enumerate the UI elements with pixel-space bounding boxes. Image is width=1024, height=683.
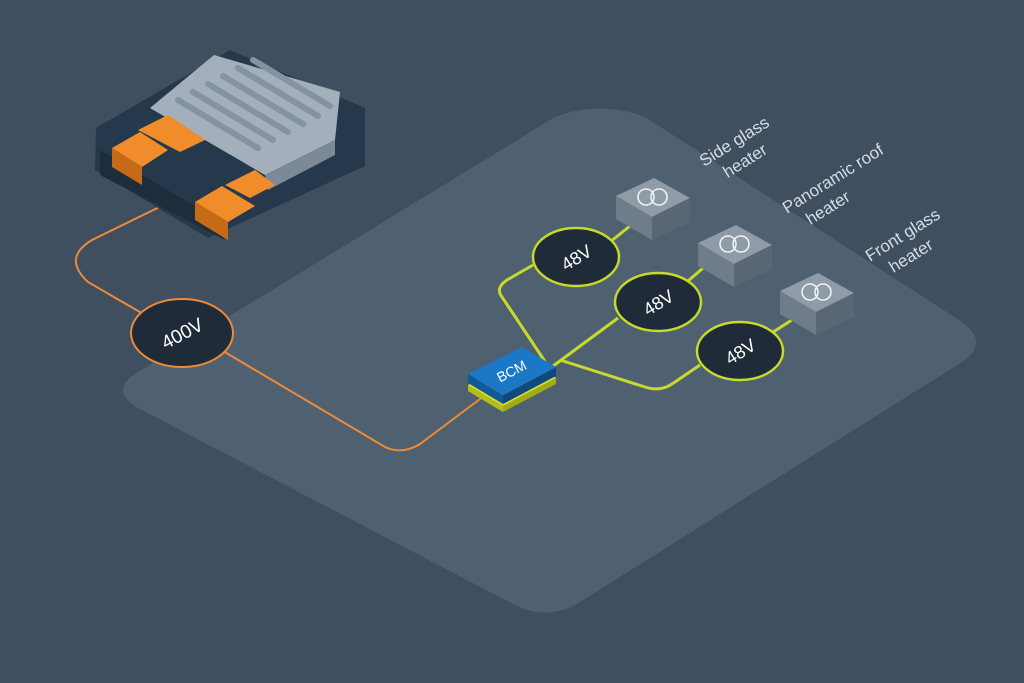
heater-box-panoramic-roof [698,225,772,287]
heater-coil-icon [637,188,668,206]
heater-coil-icon [801,283,832,301]
heater-coil-icon [719,235,750,253]
low-voltage-line-front-glass [559,316,796,391]
voltage-node-48v-side-glass: 48V [531,226,621,288]
platform-panel [123,108,976,613]
voltage-node-48v-front-glass: 48V [695,320,785,382]
heater-box-front-glass [780,273,854,335]
battery-pack-icon [95,50,365,240]
high-voltage-line [75,197,489,452]
voltage-node-48v-panoramic-roof: 48V [613,271,703,333]
control-module: BCM [468,347,556,412]
voltage-node-400v: 400V [130,298,234,368]
heater-box-side-glass [616,178,690,240]
